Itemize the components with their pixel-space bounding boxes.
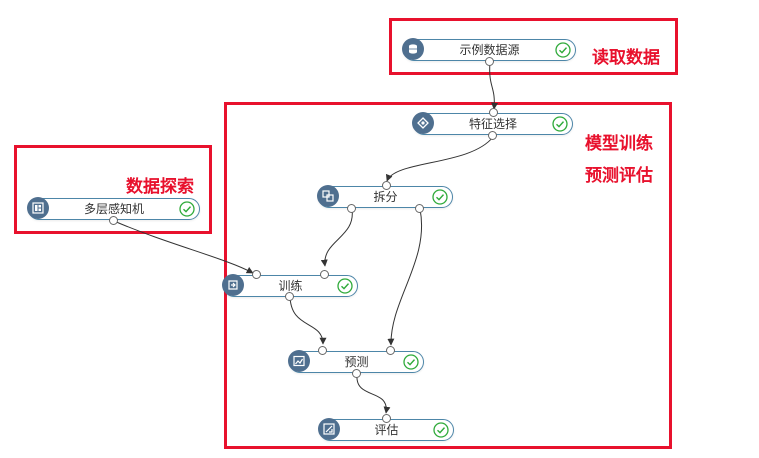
model-train-annotation: 模型训练 xyxy=(585,134,653,154)
edge-source-to-feature-select xyxy=(489,61,499,110)
success-check-icon xyxy=(403,354,419,370)
predict-eval-annotation: 预测评估 xyxy=(585,166,653,186)
node-evaluate[interactable]: 评估 xyxy=(318,418,454,441)
output-port[interactable] xyxy=(352,369,361,378)
node-sample-data-source[interactable]: 示例数据源 xyxy=(402,38,576,61)
explore-data-frame xyxy=(14,145,212,234)
success-check-icon xyxy=(552,116,568,132)
input-port[interactable] xyxy=(252,270,261,279)
success-check-icon xyxy=(555,42,571,58)
node-label: 评估 xyxy=(374,423,399,437)
edge-split-to-train xyxy=(320,208,353,267)
read-data-frame xyxy=(389,18,678,75)
node-predict[interactable]: 预测 xyxy=(288,350,424,373)
explore-data-annotation: 数据探索 xyxy=(126,177,194,197)
model-icon xyxy=(27,197,49,219)
database-icon xyxy=(402,38,424,60)
input-port[interactable] xyxy=(489,108,498,117)
edge-feature-select-to-split xyxy=(385,136,494,182)
output-port[interactable] xyxy=(485,57,494,66)
success-check-icon xyxy=(337,278,353,294)
read-data-annotation: 读取数据 xyxy=(592,48,660,68)
input-port[interactable] xyxy=(382,181,391,190)
input-port[interactable] xyxy=(320,270,329,279)
node-label: 训练 xyxy=(278,279,303,293)
node-label: 拆分 xyxy=(373,190,398,204)
edge-predict-to-evaluate xyxy=(356,374,391,414)
output-port[interactable] xyxy=(109,216,118,225)
edge-mlp-to-train xyxy=(113,220,254,274)
output-port[interactable] xyxy=(285,292,294,301)
output-port[interactable] xyxy=(488,131,497,140)
success-check-icon xyxy=(432,189,448,205)
success-check-icon xyxy=(179,201,195,217)
train-icon xyxy=(222,274,244,296)
input-port[interactable] xyxy=(318,346,327,355)
split-icon xyxy=(317,185,339,207)
input-port[interactable] xyxy=(382,414,391,423)
node-label: 示例数据源 xyxy=(459,43,520,57)
input-port[interactable] xyxy=(386,346,395,355)
predict-icon xyxy=(288,350,310,372)
output-port[interactable] xyxy=(347,204,356,213)
node-label: 预测 xyxy=(344,355,369,369)
edge-split-to-predict xyxy=(387,208,422,346)
node-label: 多层感知机 xyxy=(83,202,144,216)
output-port[interactable] xyxy=(415,204,424,213)
success-check-icon xyxy=(433,422,449,438)
node-label: 特征选择 xyxy=(468,117,517,131)
evaluate-icon xyxy=(318,418,340,440)
edge-train-to-predict xyxy=(289,294,327,345)
feature-select-icon xyxy=(412,112,434,134)
